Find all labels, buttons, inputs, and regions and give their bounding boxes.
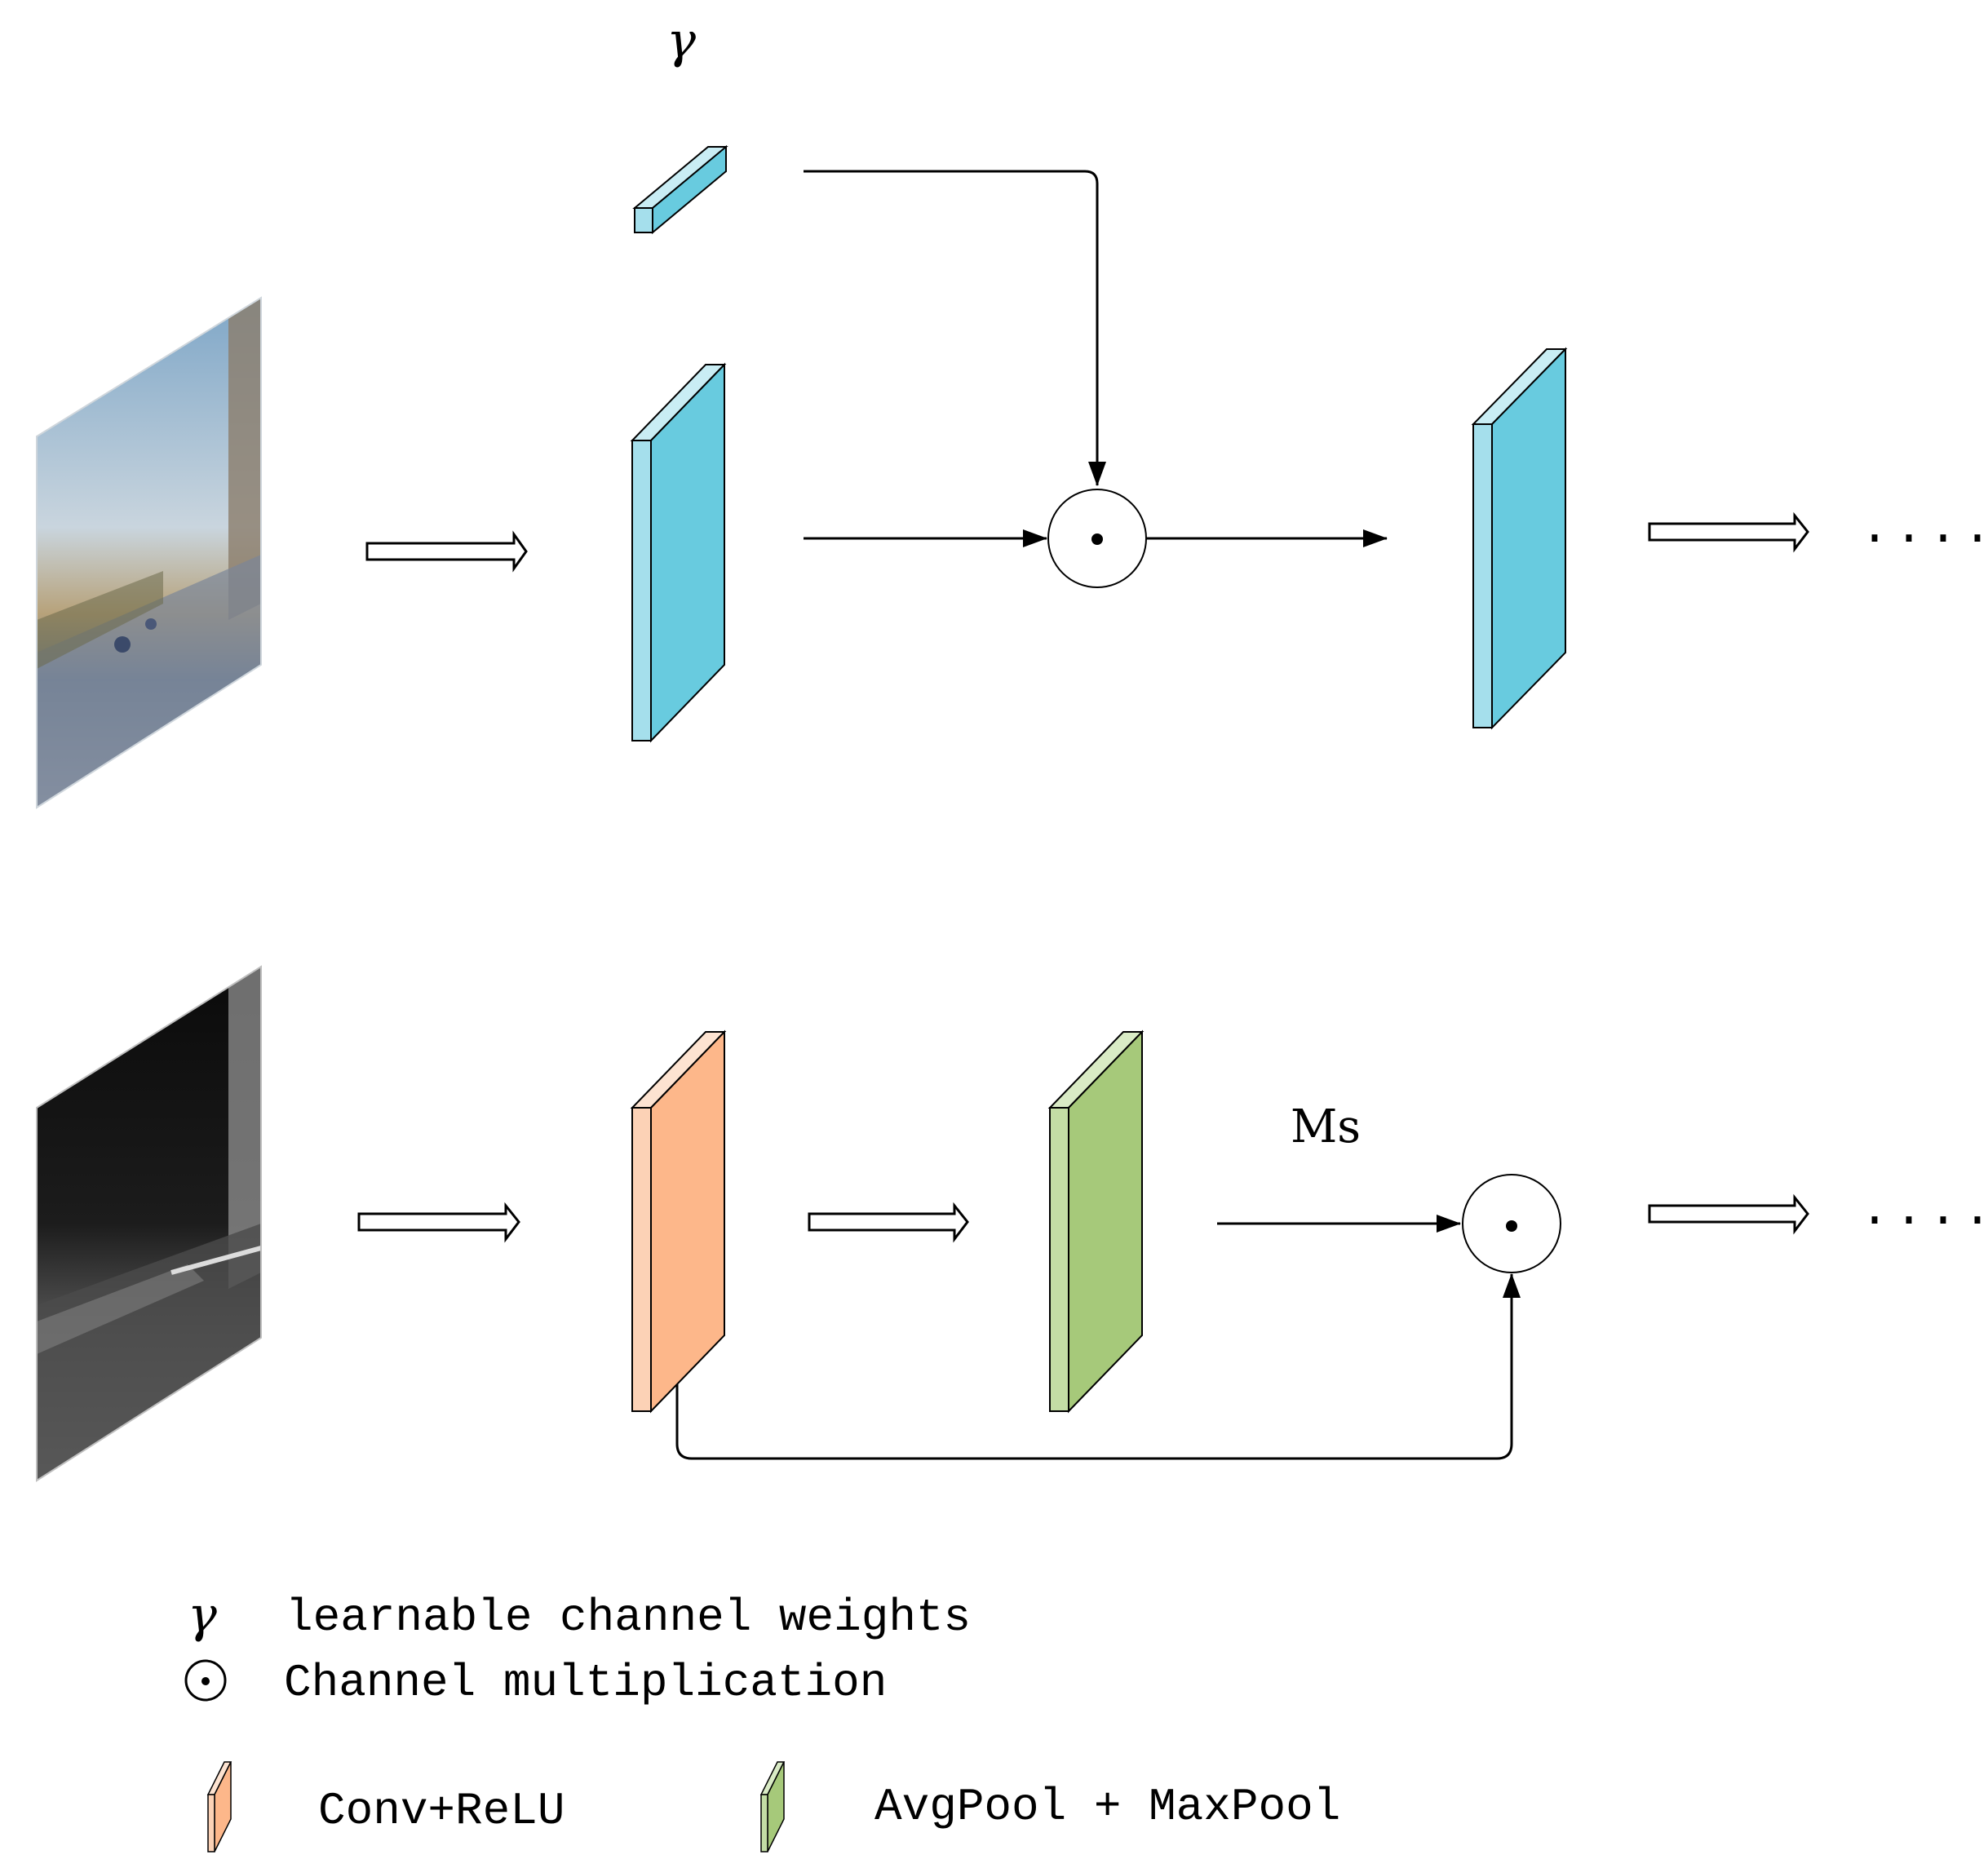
hollow-arrow-bottom-continue <box>1648 1193 1809 1235</box>
hollow-arrow-top-continue <box>1648 511 1809 553</box>
legend-pool-text: AvgPool + MaxPool <box>874 1781 1340 1833</box>
legend-odot-text: Channel multiplication <box>284 1657 887 1709</box>
legend-pool-icon <box>759 1761 786 1853</box>
channel-multiply-node-top <box>1047 489 1147 588</box>
legend-gamma-text: learnable channel weights <box>286 1591 971 1644</box>
hollow-arrow-rgb-to-feature <box>365 530 528 573</box>
hollow-arrow-conv-to-pool <box>808 1202 969 1243</box>
legend-conv-text: Conv+ReLU <box>318 1785 565 1837</box>
legend: γ learnable channel weights Channel mult… <box>184 1587 1340 1853</box>
ms-label: Ms <box>1291 1100 1361 1153</box>
conv-relu-feature-map <box>630 1029 727 1414</box>
skip-connection-arrow <box>675 1273 1521 1460</box>
legend-odot-icon <box>184 1659 227 1702</box>
gamma-label: γ <box>666 12 696 69</box>
legend-conv-icon <box>206 1761 232 1853</box>
gamma-to-multiply-arrow <box>804 170 1106 486</box>
rgb-feature-map <box>630 362 727 743</box>
continuation-dots-bottom: ...... <box>1860 1184 1988 1239</box>
pool-feature-map <box>1047 1029 1145 1414</box>
ir-input-image <box>36 965 262 1482</box>
rgb-output-feature-map <box>1471 347 1568 730</box>
channel-multiply-node-bottom <box>1462 1174 1561 1273</box>
rgb-input-image <box>36 296 262 809</box>
continuation-dots-top: ...... <box>1860 502 1988 557</box>
hollow-arrow-ir-to-conv <box>357 1202 520 1243</box>
legend-gamma-symbol: γ <box>188 1587 217 1644</box>
gamma-weight-bar <box>632 144 728 235</box>
